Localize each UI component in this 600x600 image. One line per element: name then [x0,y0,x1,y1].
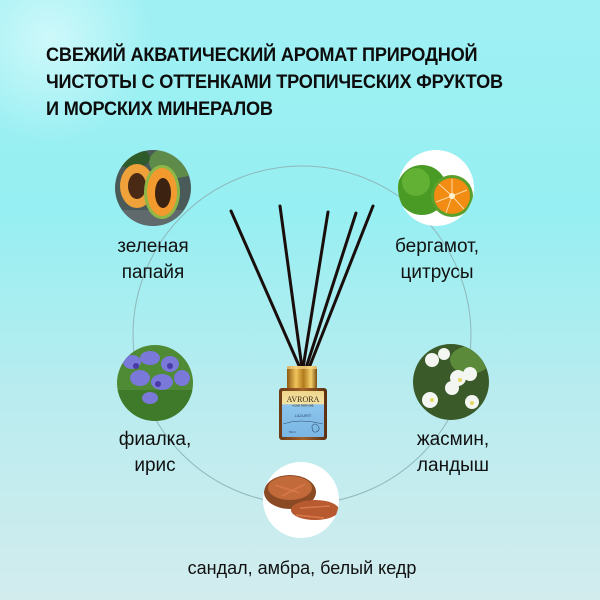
bottle-brand: AVRORA [287,395,320,404]
headline-line-2: ЧИСТОТЫ С ОТТЕНКАМИ ТРОПИЧЕСКИХ ФРУКТОВ [46,71,503,93]
note-sandalwood: сандал, амбра, белый кедр [187,558,417,578]
sandalwood-image-icon [263,462,339,538]
bergamot-image-icon [398,150,474,226]
bottle-subtitle: HOME PERFUME [292,404,313,408]
note-papaya: зеленая папайя [117,236,189,283]
diffuser-bottle: AVRORA HOME PERFUME LAZURIT 50ml [279,366,327,440]
jasmine-image-icon [413,344,489,420]
note-bergamot: бергамот, цитрусы [395,236,479,283]
iris-image-icon [117,345,193,421]
bottle-name: LAZURIT [295,413,312,418]
reed-sticks [229,204,375,370]
headline-line-1: СВЕЖИЙ АКВАТИЧЕСКИЙ АРОМАТ ПРИРОДНОЙ [46,44,478,66]
papaya-image-icon [115,150,191,226]
note-jasmine: жасмин, ландыш [416,429,490,476]
headline-line-3: И МОРСКИХ МИНЕРАЛОВ [46,98,273,120]
headline: СВЕЖИЙ АКВАТИЧЕСКИЙ АРОМАТ ПРИРОДНОЙ ЧИС… [46,42,548,123]
note-iris: фиалка, ирис [118,429,192,476]
bottle-volume: 50ml [289,430,296,434]
